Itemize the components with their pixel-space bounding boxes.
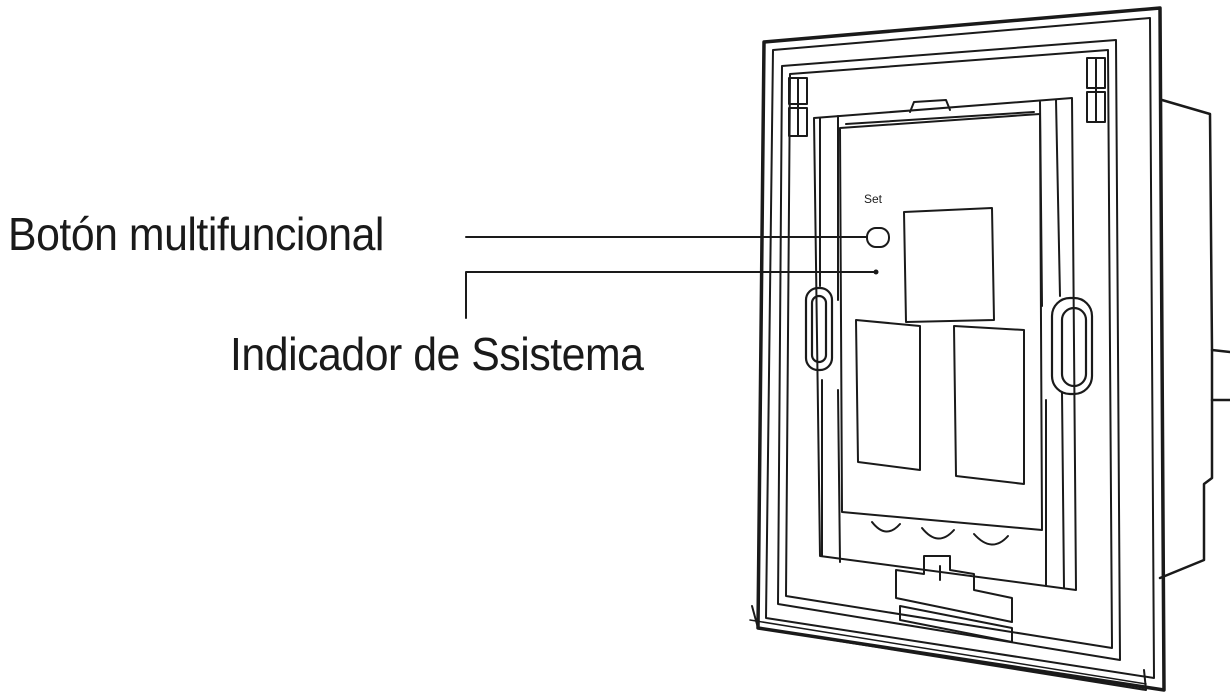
- upper-window: [903, 207, 995, 323]
- rear-body: [1158, 98, 1230, 580]
- multifunction-button-label: Botón multifuncional: [8, 208, 384, 260]
- lower-left-window: [855, 319, 921, 471]
- bottom-latch: [895, 555, 1013, 643]
- lower-right-window: [953, 325, 1025, 485]
- mounting-frame: [813, 97, 1077, 591]
- outer-frame: [749, 6, 1166, 692]
- system-indicator-led: [873, 269, 879, 275]
- right-side-clip: [1050, 296, 1094, 396]
- inner-panel: [777, 39, 1121, 661]
- multifunction-button: [866, 227, 890, 248]
- bottom-bumps: [871, 521, 1009, 546]
- right-top-slots: [1086, 57, 1106, 123]
- left-side-clip: [804, 286, 834, 372]
- module-plate: [839, 111, 1043, 531]
- indicator-leader-line: [465, 271, 875, 319]
- system-indicator-label: Indicador de Ssistema: [230, 328, 644, 380]
- set-text: Set: [864, 192, 883, 206]
- left-top-slots: [788, 77, 808, 137]
